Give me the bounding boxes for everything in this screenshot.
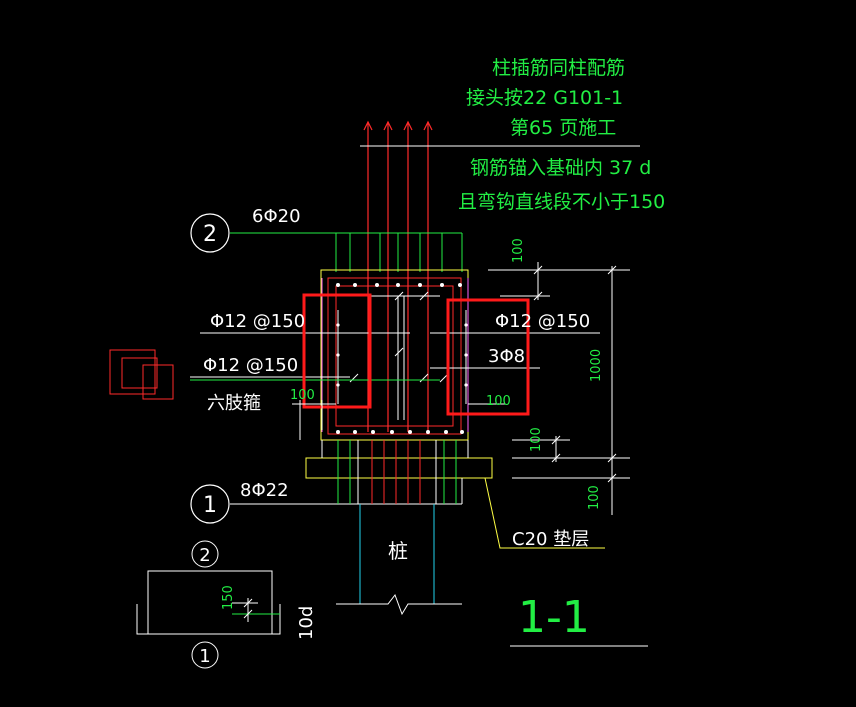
cover-dimension-lines	[292, 400, 505, 440]
pile-head	[230, 440, 469, 505]
dim-hook-150: 150	[221, 585, 236, 610]
note-line-1: 柱插筋同柱配筋	[492, 57, 625, 79]
marker-2-circle	[190, 213, 230, 253]
left-stirrup-label-2: Φ12 @150	[203, 355, 298, 376]
top-bars-label: 6Φ20	[252, 206, 301, 227]
section-title: 1-1	[518, 592, 590, 643]
highlight-left	[302, 293, 372, 409]
small-marker-2: 2	[199, 545, 210, 566]
bottom-bars-label: 8Φ22	[240, 480, 289, 501]
highlight-right	[446, 298, 530, 416]
dim-100-bot: 100	[587, 485, 602, 510]
hook-detail	[136, 540, 281, 669]
marker-1-label: 1	[203, 493, 217, 518]
rebar-dots	[336, 283, 468, 434]
dim-100-top: 100	[511, 238, 526, 263]
pile-label: 桩	[388, 539, 408, 563]
note-line-2: 接头按22 G101-1	[466, 87, 623, 109]
note-line-4: 钢筋锚入基础内 37 d	[470, 157, 651, 179]
dim-left-cover: 100	[290, 388, 315, 403]
top-bars	[230, 232, 463, 272]
right-bars-label: 3Φ8	[488, 346, 525, 367]
note-line-5: 且弯钩直线段不小于150	[458, 191, 665, 213]
cushion-layer	[305, 457, 605, 549]
dim-100-mid: 100	[529, 427, 544, 452]
right-stirrup-label: Φ12 @150	[495, 311, 590, 332]
bottom-bars	[337, 440, 457, 504]
small-marker-1: 1	[199, 646, 210, 667]
dim-right-cover: 100	[486, 394, 511, 409]
marker-2-label: 2	[203, 222, 217, 247]
dim-1000: 1000	[589, 349, 604, 382]
dimension-lines	[488, 262, 630, 515]
six-leg-stirrup-label: 六肢箍	[207, 393, 261, 414]
pile-break-line	[336, 593, 462, 616]
marker-1-circle	[190, 484, 230, 524]
pile-bars	[371, 440, 421, 504]
dim-hook-10d: 10d	[296, 606, 317, 640]
reference-symbol	[109, 349, 174, 400]
left-stirrup-label-1: Φ12 @150	[210, 311, 305, 332]
pile-body	[359, 504, 435, 604]
cushion-label: C20 垫层	[512, 529, 589, 550]
note-line-3: 第65 页施工	[510, 117, 616, 139]
